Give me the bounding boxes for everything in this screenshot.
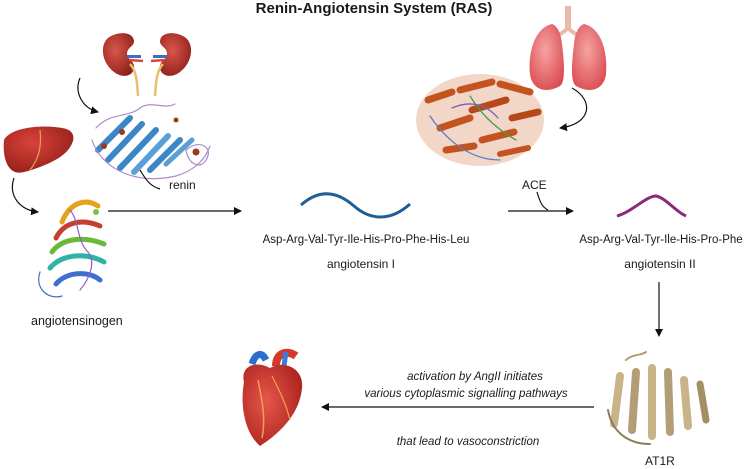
vasoconstriction-note: that lead to vasoconstriction <box>396 436 540 448</box>
arrow-renin-curve <box>139 169 161 190</box>
renin-protein-illustration <box>91 103 211 180</box>
angiotensin-i-curve <box>300 192 412 219</box>
lungs-illustration <box>529 6 607 90</box>
liver-illustration <box>3 126 74 173</box>
angiotensin-ii-curve <box>616 194 687 218</box>
angiotensinogen-label: angiotensinogen <box>31 314 123 328</box>
angiotensin-ii-sequence: Asp-Arg-Val-Tyr-Ile-His-Pro-Phe <box>579 234 743 246</box>
arrow-ace-curve <box>536 191 549 211</box>
pathway-arrows <box>11 77 663 411</box>
signalling-note-line-1: activation by AngII initiates <box>407 371 543 383</box>
arrow-liver-to-angiotensinogen <box>11 177 39 216</box>
kidneys-illustration <box>102 33 192 97</box>
signalling-note-line-2: various cytoplasmic signalling pathways <box>364 388 568 400</box>
heart-illustration <box>242 348 303 446</box>
ace-protein-illustration <box>416 74 544 166</box>
arrow-lungs-to-ace <box>559 87 588 132</box>
arrow-kidney-to-renin <box>77 77 99 115</box>
angiotensin-i-sequence: Asp-Arg-Val-Tyr-Ile-His-Pro-Phe-His-Leu <box>262 234 470 246</box>
ace-label: ACE <box>522 178 547 192</box>
angiotensin-ii-label: angiotensin II <box>624 257 696 271</box>
diagram-title: Renin-Angiotensin System (RAS) <box>255 0 493 17</box>
angiotensin-i-label: angiotensin I <box>326 257 396 271</box>
angiotensinogen-protein-illustration <box>38 199 107 298</box>
at1r-label: AT1R <box>645 454 675 468</box>
renin-label: renin <box>169 178 196 192</box>
at1r-protein-illustration <box>607 351 710 445</box>
